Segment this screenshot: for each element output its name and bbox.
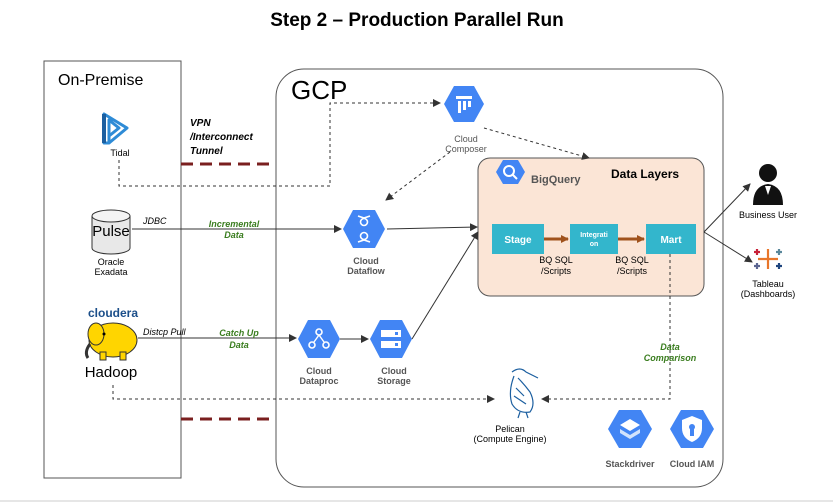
- hadoop-label: Hadoop: [85, 364, 138, 381]
- pelican-label-2: (Compute Engine): [473, 434, 546, 444]
- catchup-label-2: Data: [229, 340, 249, 350]
- bq-sql-1-line1: BQ SQL: [539, 255, 573, 265]
- storage-label-1: Cloud: [381, 366, 407, 376]
- vpn-label-3: Tunnel: [190, 146, 223, 157]
- mart-label: Mart: [660, 235, 682, 246]
- bq-sql-2-line1: BQ SQL: [615, 255, 649, 265]
- vpn-label-2: /Interconnect: [189, 132, 253, 143]
- storage-to-layers-line: [411, 231, 479, 340]
- bigquery-icon: [496, 160, 525, 184]
- mart-box: [646, 224, 696, 254]
- composer-label-2: Composer: [445, 144, 487, 154]
- stage-box: [492, 224, 544, 254]
- catchup-label-1: Catch Up: [219, 328, 259, 338]
- bq-sql-1-line2: /Scripts: [541, 266, 572, 276]
- business-user-label: Business User: [739, 210, 797, 220]
- integration-box: [570, 224, 618, 254]
- comparison-label-1: Data: [660, 342, 680, 352]
- dataproc-label-2: Dataproc: [299, 376, 338, 386]
- hadoop-to-pelican-line: [112, 385, 495, 403]
- oracle-label-1: Oracle: [98, 257, 125, 267]
- cloud-dataflow-icon: [343, 210, 385, 248]
- bigquery-label: BigQuery: [531, 174, 581, 186]
- data-layers-title: Data Layers: [611, 167, 679, 181]
- cloudera-logo: cloudera: [88, 306, 138, 320]
- composer-to-layers-line: [483, 127, 590, 160]
- tableau-label-2: (Dashboards): [741, 289, 796, 299]
- layers-to-tableau-line: [703, 231, 753, 263]
- cloud-iam-icon: [670, 410, 714, 448]
- incremental-label-1: Incremental: [209, 219, 260, 229]
- incremental-label-2: Data: [224, 230, 244, 240]
- distcp-label: Distcp Pull: [143, 327, 187, 337]
- pelican-icon: [509, 368, 539, 419]
- tableau-label-1: Tableau: [752, 279, 784, 289]
- vpn-label-1: VPN: [190, 118, 211, 129]
- cloud-dataproc-icon: [298, 320, 340, 358]
- oracle-label-2: Exadata: [94, 267, 127, 277]
- iam-label: Cloud IAM: [670, 459, 715, 469]
- tidal-to-composer-line: [118, 99, 441, 187]
- storage-label-2: Storage: [377, 376, 411, 386]
- database-icon: [91, 209, 131, 255]
- business-user-icon: [753, 164, 783, 205]
- tidal-label: Tidal: [110, 148, 129, 158]
- cloud-composer-icon: [444, 86, 484, 122]
- integration-label-1: Integrati: [580, 232, 608, 239]
- pelican-label-1: Pelican: [495, 424, 525, 434]
- tableau-icon: [754, 249, 782, 269]
- comparison-label-2: Comparison: [644, 353, 697, 363]
- mart-to-pelican-line: [541, 254, 671, 403]
- dataflow-to-layers-line: [386, 223, 478, 232]
- on-premise-box: [43, 60, 182, 479]
- integration-label-2: on: [590, 241, 599, 248]
- gcp-label: GCP: [291, 75, 347, 105]
- dataflow-label-1: Cloud: [353, 256, 379, 266]
- dataproc-label-1: Cloud: [306, 366, 332, 376]
- stage-label: Stage: [504, 235, 532, 246]
- gcp-box: [275, 68, 724, 488]
- hadoop-elephant-icon: [84, 322, 138, 361]
- pulse-label: Pulse: [92, 223, 130, 240]
- dataflow-label-2: Dataflow: [347, 266, 386, 276]
- page-title: Step 2 – Production Parallel Run: [270, 10, 564, 31]
- on-premise-label: On-Premise: [58, 72, 143, 89]
- cloud-storage-icon: [370, 320, 412, 358]
- stackdriver-label: Stackdriver: [605, 459, 655, 469]
- composer-label-1: Cloud: [454, 134, 478, 144]
- layers-to-user-line: [703, 183, 751, 233]
- jdbc-label: JDBC: [142, 216, 167, 226]
- tidal-icon: [102, 112, 129, 145]
- stackdriver-icon: [608, 410, 652, 448]
- composer-to-dataflow-line: [385, 151, 451, 201]
- bq-sql-2-line2: /Scripts: [617, 266, 648, 276]
